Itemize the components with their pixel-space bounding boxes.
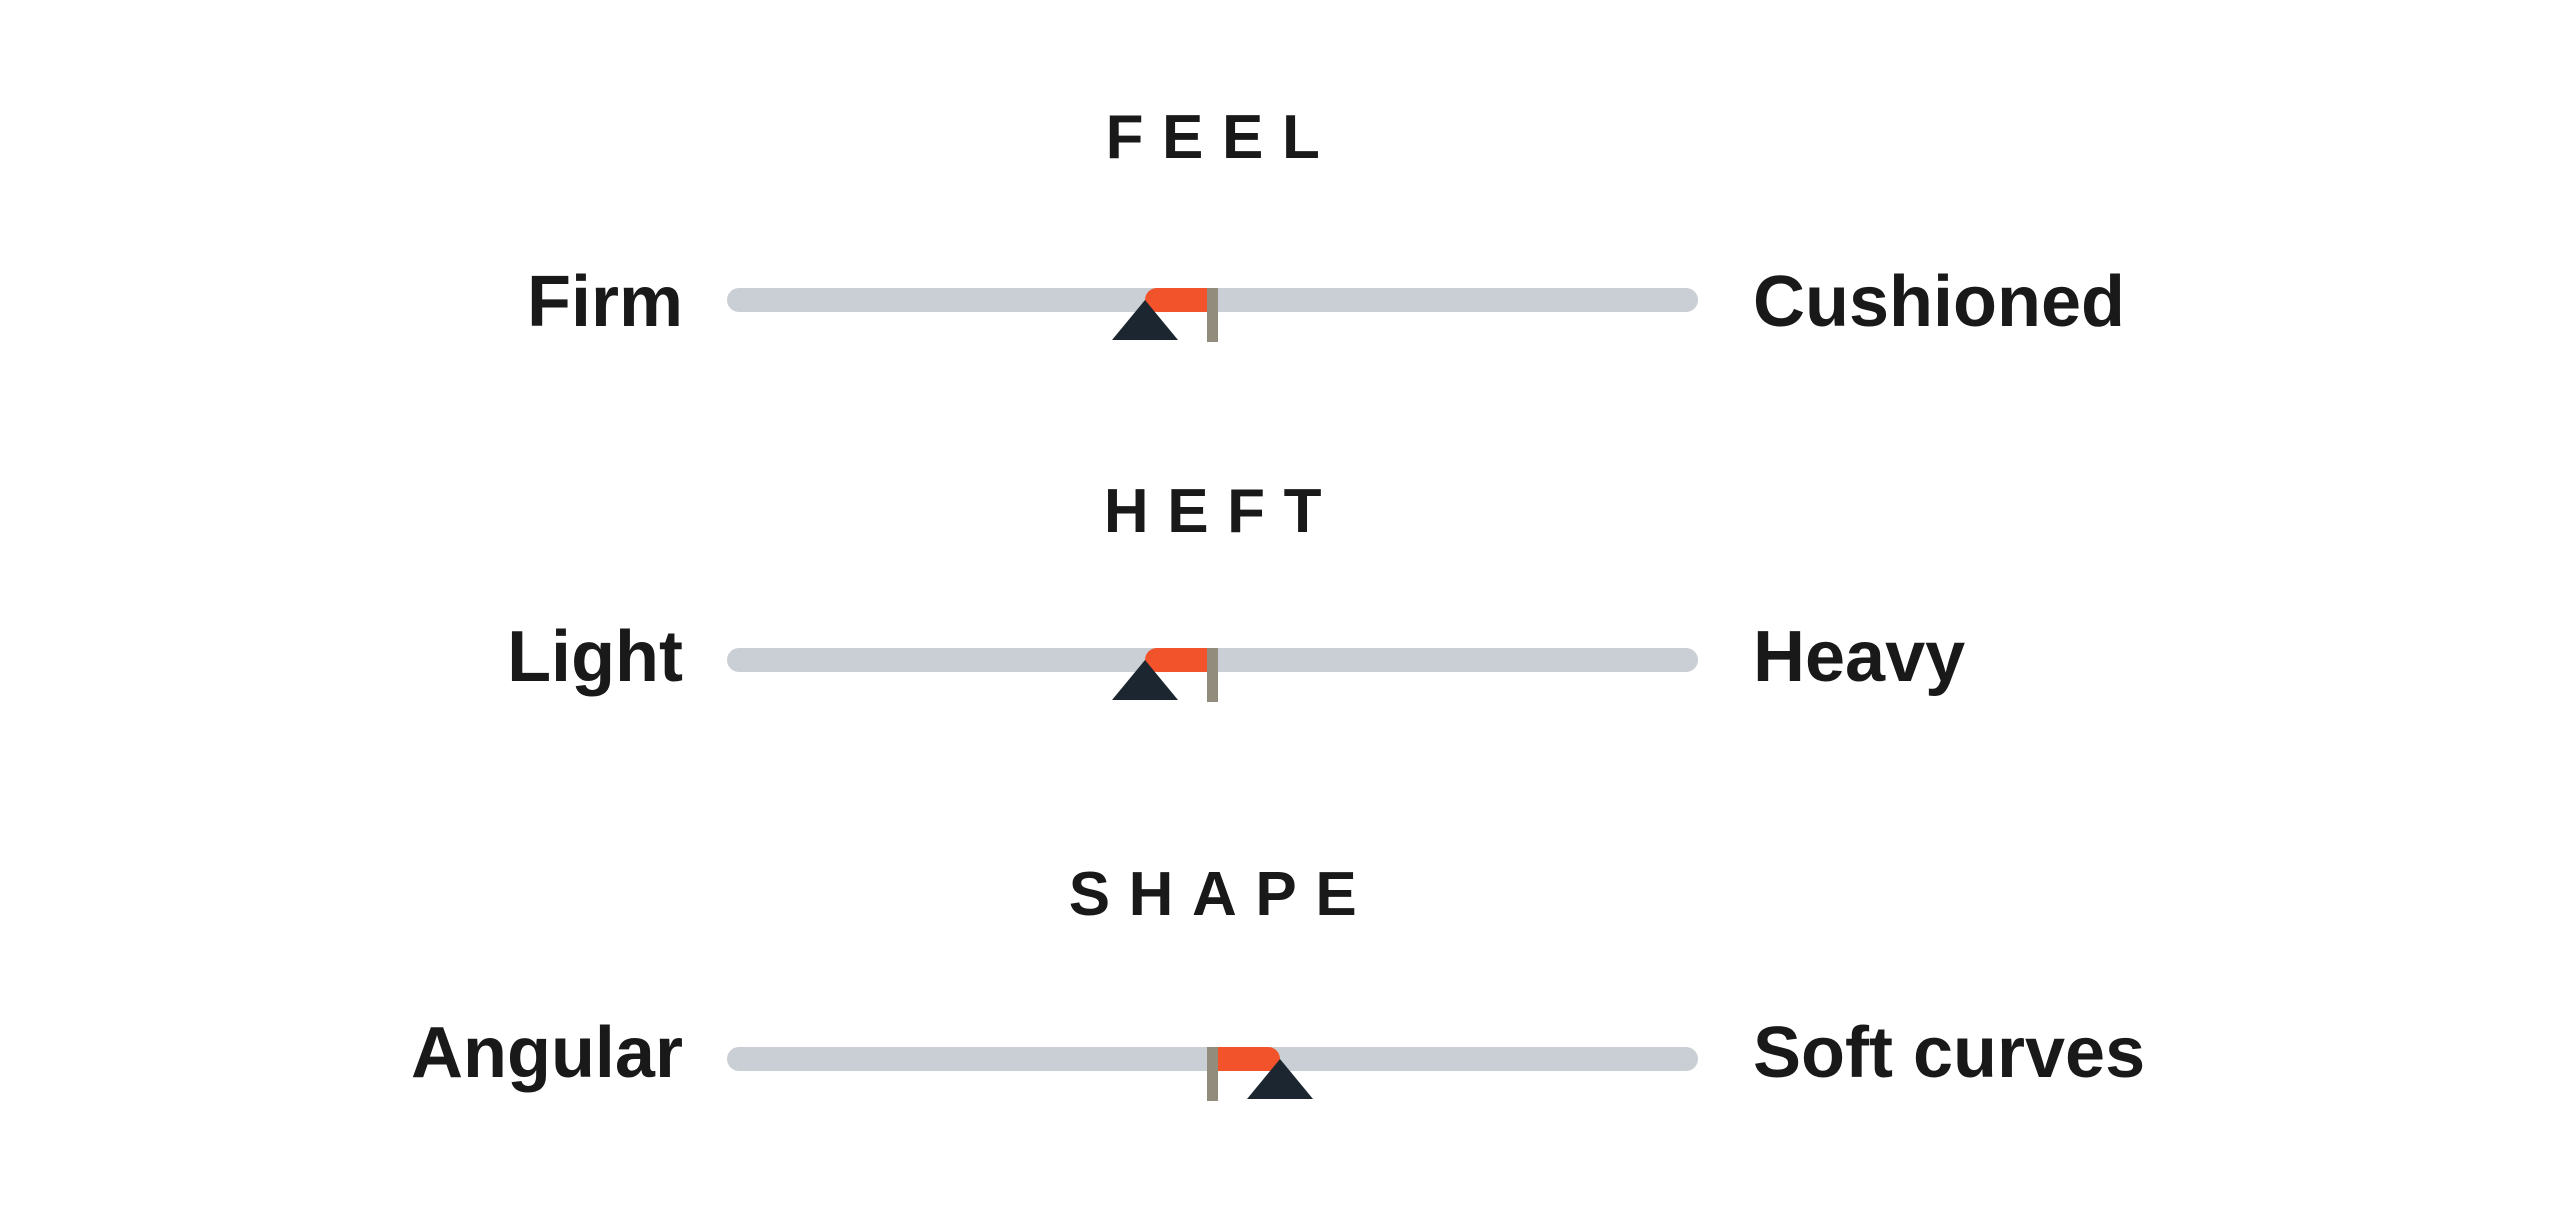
- scale-title-feel: FEEL: [1105, 103, 1339, 172]
- heft-right-label: Heavy: [1753, 617, 1966, 697]
- feel-center-tick-marker: [1207, 288, 1218, 342]
- feel-value-pointer-triangle: [1111, 300, 1178, 340]
- shape-value-pointer-triangle: [1247, 1059, 1314, 1099]
- shape-center-tick-marker: [1207, 1047, 1218, 1101]
- heft-value-pointer-triangle: [1111, 660, 1178, 700]
- scale-title-heft: HEFT: [1103, 477, 1341, 546]
- scale-title-shape: SHAPE: [1068, 860, 1376, 929]
- shape-left-label: Angular: [410, 1013, 683, 1093]
- heft-center-tick-marker: [1207, 648, 1218, 702]
- shape-right-label: Soft curves: [1753, 1013, 2146, 1093]
- heft-left-label: Light: [507, 617, 683, 697]
- feel-left-label: Firm: [526, 262, 683, 342]
- feel-right-label: Cushioned: [1753, 262, 2125, 342]
